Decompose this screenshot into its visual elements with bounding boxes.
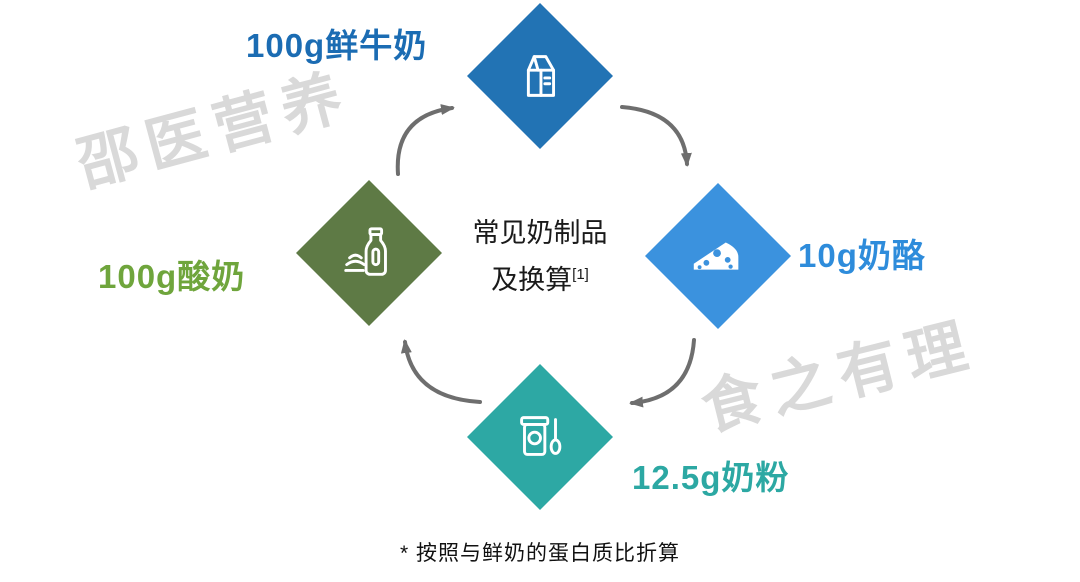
arrow-cheese-to-powder [629,338,696,408]
footnote: * 按照与鲜奶的蛋白质比折算 [399,542,680,565]
arrow-yogurt-to-milk [395,104,455,176]
milk-carton-icon [526,55,556,97]
node-fresh-milk [467,3,613,149]
label-fresh-milk: 100g鲜牛奶 [246,27,428,64]
diagram-title: 常见奶制品 及换算[1] [430,213,650,301]
arrow-milk-to-cheese [620,105,692,167]
diagram-title-line2-text: 及换算 [491,265,573,295]
diagram-title-citation: [1] [572,266,589,283]
label-milk-powder: 12.5g奶粉 [632,459,790,496]
node-cheese [645,183,791,329]
node-yogurt [296,180,442,326]
node-milk-powder [467,364,613,510]
cheese-icon [693,242,739,270]
diagram-title-line2: 及换算[1] [430,254,650,301]
label-cheese: 10g奶酪 [798,237,926,274]
yogurt-bottle-icon [344,227,387,276]
arrow-powder-to-yogurt [400,339,482,404]
milk-powder-icon [520,416,562,456]
yogurt-diamond [296,180,442,326]
label-yogurt: 100g酸奶 [98,258,246,295]
diagram-title-line1: 常见奶制品 [472,218,608,248]
yogurt-diamond-shape [296,180,442,326]
